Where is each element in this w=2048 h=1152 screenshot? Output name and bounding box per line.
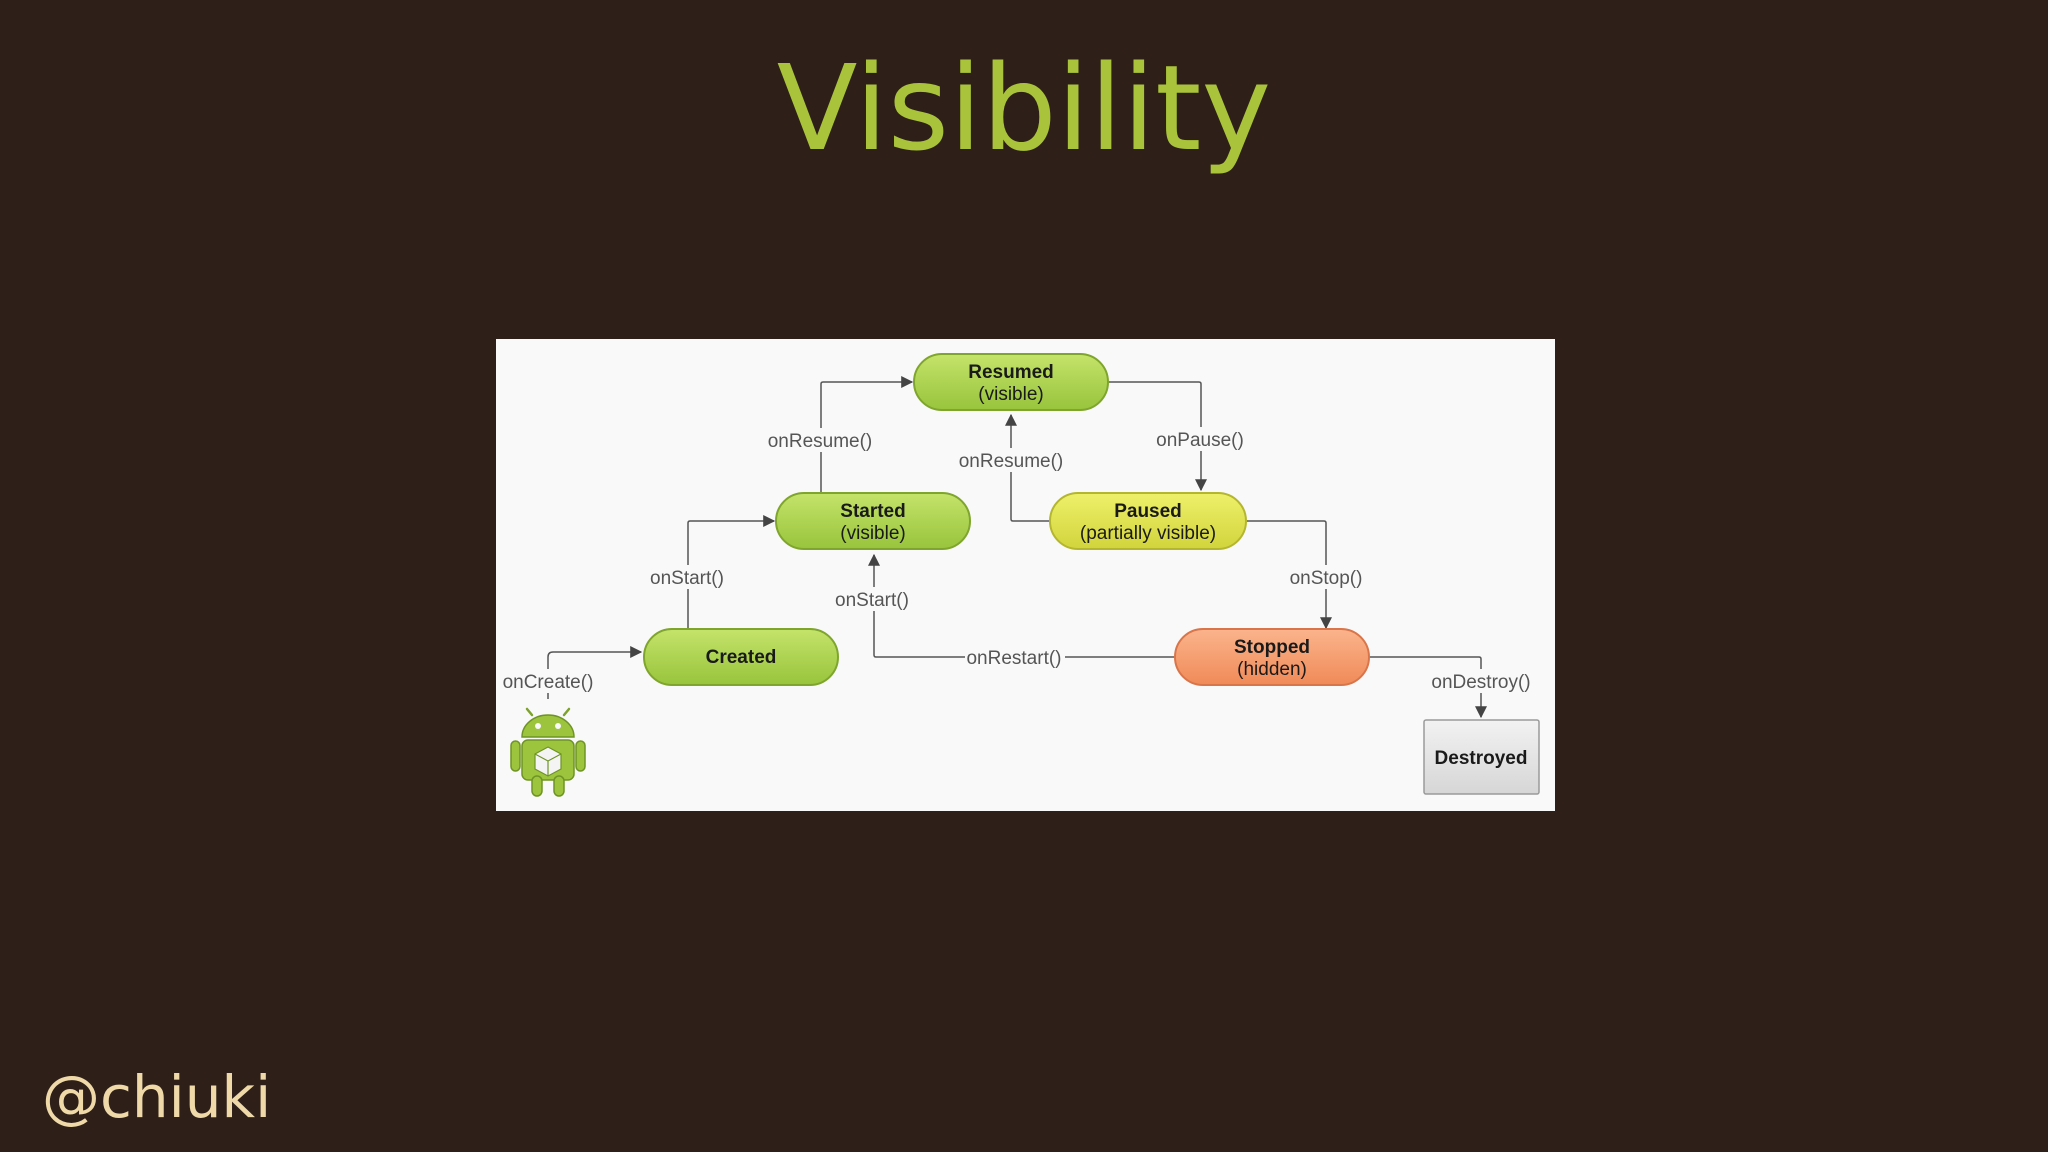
label-on-destroy: onDestroy() — [1431, 672, 1530, 693]
label-on-start: onStart() — [650, 568, 724, 589]
transition-on-resume-back-edge — [1005, 413, 1051, 522]
transition-on-stop-edge — [1246, 520, 1332, 630]
android-robot-icon — [510, 707, 586, 797]
label-on-restart: onRestart() — [966, 648, 1061, 669]
author-handle: @chiuki — [42, 1063, 272, 1131]
activity-lifecycle-diagram: onCreate() onStart() onStart() onResume(… — [496, 339, 1555, 811]
label-on-resume: onResume() — [768, 431, 873, 452]
transition-on-create-edge — [547, 646, 643, 699]
state-resumed-name: Resumed — [968, 362, 1054, 383]
transition-on-start-edge — [687, 515, 776, 629]
state-started-detail: (visible) — [840, 523, 905, 544]
state-paused-name: Paused — [1114, 501, 1182, 522]
state-started: Started (visible) — [775, 492, 971, 550]
transition-on-resume-edge — [820, 376, 914, 494]
state-paused: Paused (partially visible) — [1049, 492, 1247, 550]
state-stopped: Stopped (hidden) — [1174, 628, 1370, 686]
transition-on-pause-edge — [1108, 381, 1207, 492]
state-resumed-detail: (visible) — [978, 384, 1043, 405]
state-destroyed: Destroyed — [1423, 719, 1540, 795]
transition-on-destroy-edge — [1366, 656, 1487, 719]
label-on-resume-from-paused: onResume() — [959, 451, 1064, 472]
transition-on-restart-edge — [868, 553, 1176, 658]
state-destroyed-name: Destroyed — [1435, 748, 1528, 769]
label-on-create: onCreate() — [503, 672, 594, 693]
state-stopped-detail: (hidden) — [1237, 659, 1307, 680]
state-stopped-name: Stopped — [1234, 637, 1310, 658]
state-resumed: Resumed (visible) — [913, 353, 1109, 411]
slide-title: Visibility — [776, 39, 1272, 177]
state-created-name: Created — [706, 647, 777, 668]
state-started-name: Started — [840, 501, 905, 522]
label-on-pause: onPause() — [1156, 430, 1244, 451]
label-on-stop: onStop() — [1290, 568, 1363, 589]
state-created: Created — [643, 628, 839, 686]
state-paused-detail: (partially visible) — [1080, 523, 1216, 544]
label-on-start-restart: onStart() — [835, 590, 909, 611]
